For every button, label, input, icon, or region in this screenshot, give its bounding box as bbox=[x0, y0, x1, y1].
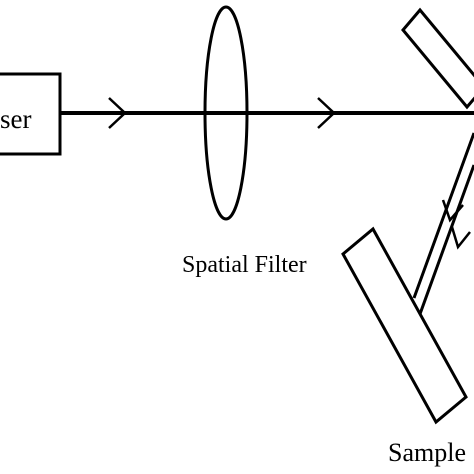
sample-label: Sample bbox=[388, 438, 466, 467]
beam-arrow-3 bbox=[441, 199, 464, 223]
spatial-filter-label: Spatial Filter bbox=[182, 252, 307, 278]
beam-arrow-2 bbox=[317, 97, 336, 129]
mirror bbox=[401, 7, 474, 110]
laser-label: ser bbox=[0, 104, 32, 134]
reflected-beam-2 bbox=[418, 164, 474, 315]
beam-arrow-1 bbox=[108, 97, 127, 129]
reflected-beam-1 bbox=[412, 132, 474, 299]
beam-arrow-4 bbox=[450, 226, 471, 250]
sample-plate bbox=[341, 226, 468, 425]
spatial-filter-lens bbox=[203, 5, 249, 221]
